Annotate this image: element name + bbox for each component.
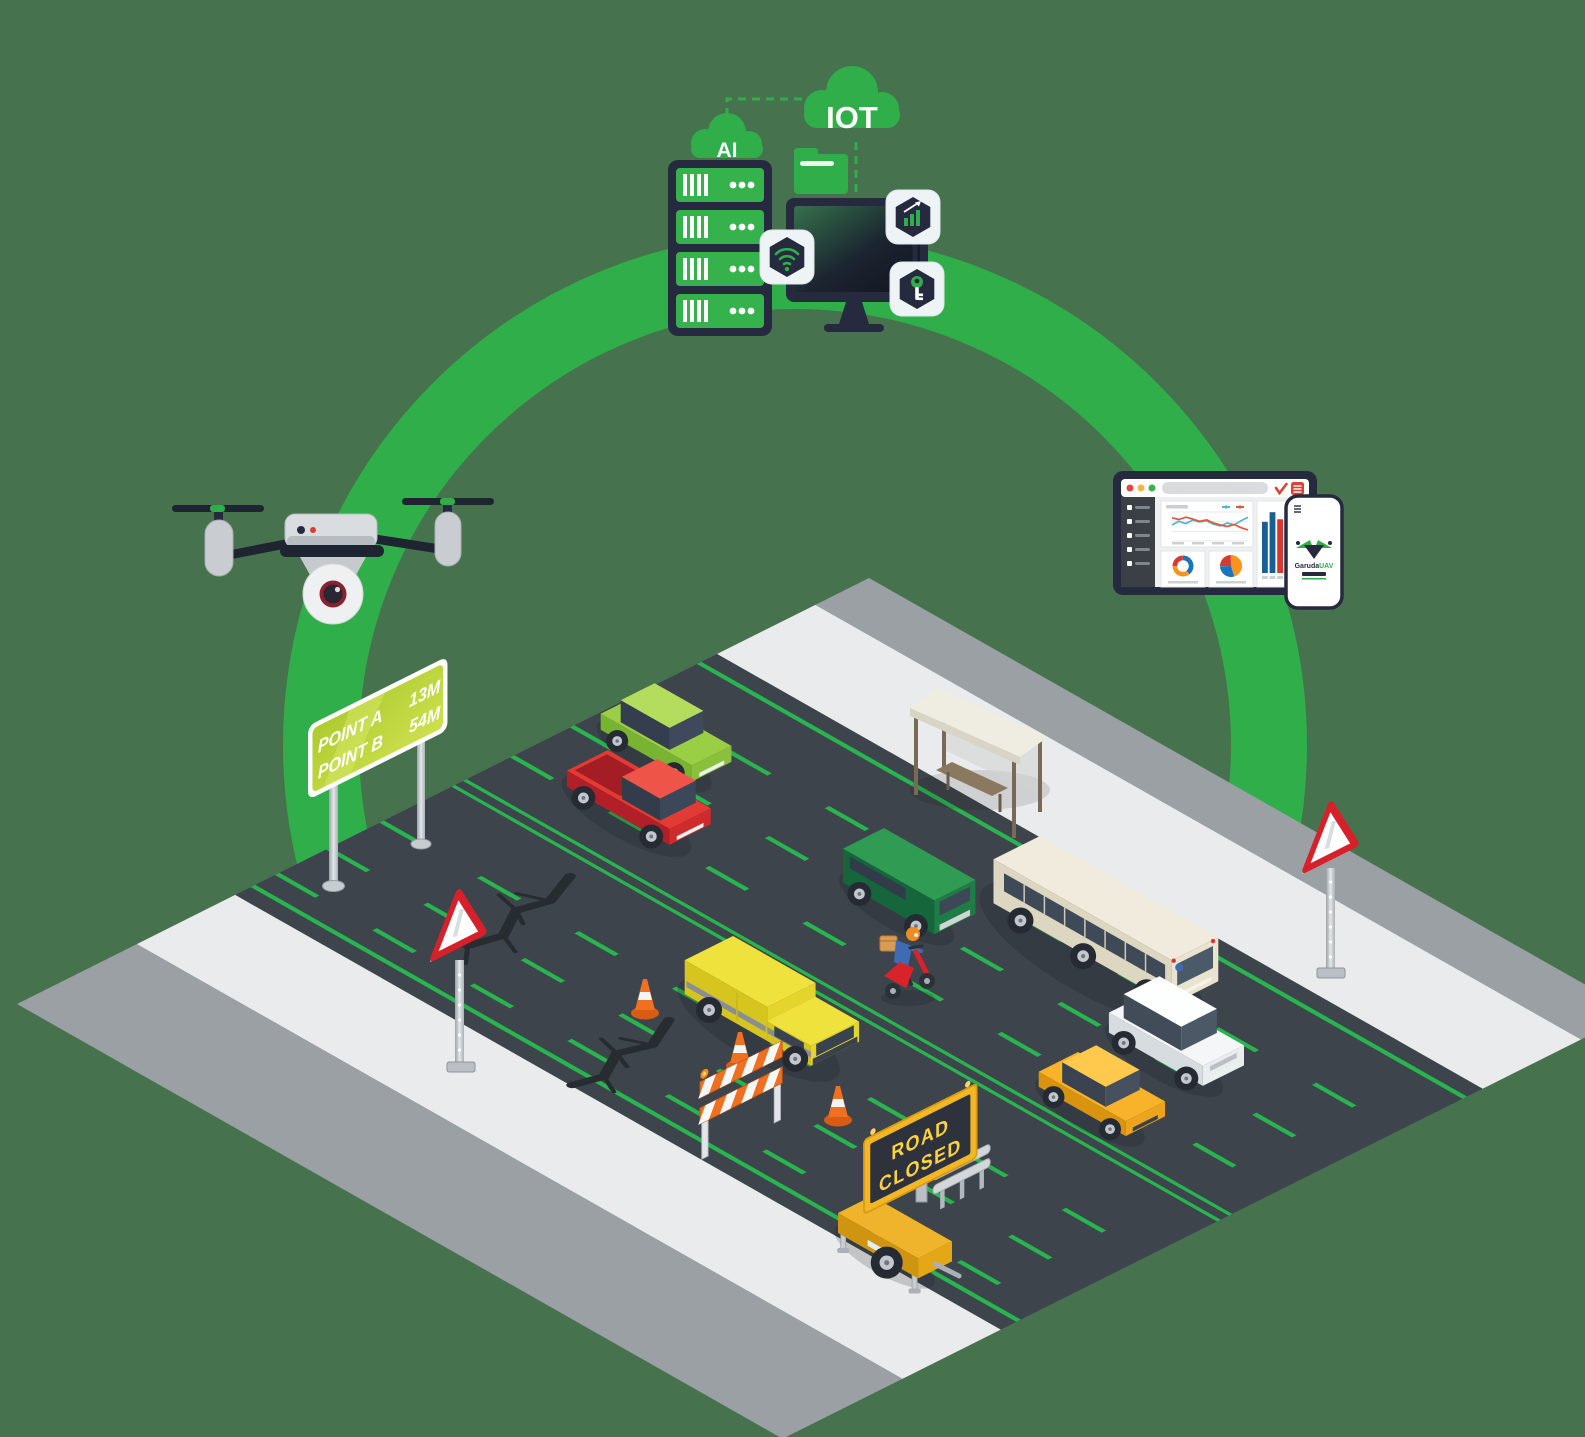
iot-cloud-label: IOT <box>826 100 878 135</box>
curb-strip-far <box>815 578 1585 1040</box>
sedan-yellow <box>1035 1045 1165 1147</box>
server-slats <box>683 174 708 322</box>
surveillance-drone <box>172 498 494 625</box>
delivery-scooter <box>879 927 935 1006</box>
shelter-bench <box>936 762 1008 796</box>
phone: GarudaUAV <box>1284 494 1344 610</box>
hamburger-icon <box>1294 505 1301 513</box>
distance-sign: POINT A 13M POINT B 54M <box>308 659 448 892</box>
van-yellow-cargo <box>677 936 860 1082</box>
warning-sign-right <box>1301 800 1359 979</box>
window-minimize-dot <box>1137 484 1145 492</box>
phone-brand: GarudaUAV <box>1295 563 1334 570</box>
wifi-icon-card <box>759 229 815 285</box>
vms-screen <box>870 1094 971 1204</box>
road-closed-trailer: ROAD CLOSED <box>834 1080 978 1294</box>
road-scene: POINT A 13M POINT B 54M <box>17 578 1585 1437</box>
window-close-dot <box>1126 484 1134 492</box>
helmet <box>906 927 920 941</box>
road-cracks <box>462 873 675 1094</box>
sidebar-menu <box>1127 505 1150 566</box>
vehicles <box>561 683 1244 1147</box>
cloud-connectors <box>725 97 858 198</box>
line-chart-panel <box>1160 500 1254 548</box>
folder-icon <box>794 148 848 194</box>
address-bar <box>1162 482 1268 494</box>
sign-post <box>329 768 338 884</box>
traffic-cone <box>631 979 659 1020</box>
curb-strip-near <box>17 944 903 1437</box>
checkmark-icon <box>1274 482 1288 496</box>
phone-tagline-bar <box>1302 572 1326 576</box>
bar-chart-growth-icon <box>903 201 921 226</box>
road-surface <box>235 653 1483 1330</box>
motor-pod-left <box>204 519 234 577</box>
key-icon-card <box>889 261 945 317</box>
dashboard-browser <box>1113 471 1317 595</box>
delivery-box <box>879 935 898 952</box>
drone-logo-icon <box>1296 540 1332 559</box>
warning-sign-left <box>429 888 487 1073</box>
iot-cloud: IOT <box>804 66 900 135</box>
status-led <box>310 527 316 533</box>
striped-barricade <box>698 1040 783 1160</box>
dashboard-sidebar <box>1121 497 1155 587</box>
wifi-icon <box>774 247 800 266</box>
shelter-roof <box>910 688 1048 757</box>
bus-shelter <box>910 688 1050 838</box>
server-rack <box>668 160 772 336</box>
sign-post <box>417 740 425 842</box>
pie-chart <box>1220 555 1243 577</box>
chart-legend <box>1222 505 1244 509</box>
truck-red-pickup <box>561 750 711 858</box>
sidewalk-near <box>136 894 1001 1379</box>
camera-lens <box>323 584 343 604</box>
van-green-minivan <box>839 828 976 946</box>
analytics-icon-card <box>885 189 941 245</box>
ai-cloud-label: AI <box>717 139 738 162</box>
ai-cloud: AI <box>691 113 763 162</box>
traffic-cone <box>824 1086 852 1127</box>
motor-pod-right <box>434 511 462 567</box>
server-leds <box>729 181 755 315</box>
scooter-body <box>884 962 914 988</box>
window-zoom-dot <box>1148 484 1156 492</box>
key-icon <box>911 276 923 301</box>
suv-white <box>1104 976 1244 1098</box>
donut-chart <box>1172 555 1194 577</box>
x-axis-captions <box>1172 542 1244 545</box>
line-chart <box>1171 511 1249 542</box>
